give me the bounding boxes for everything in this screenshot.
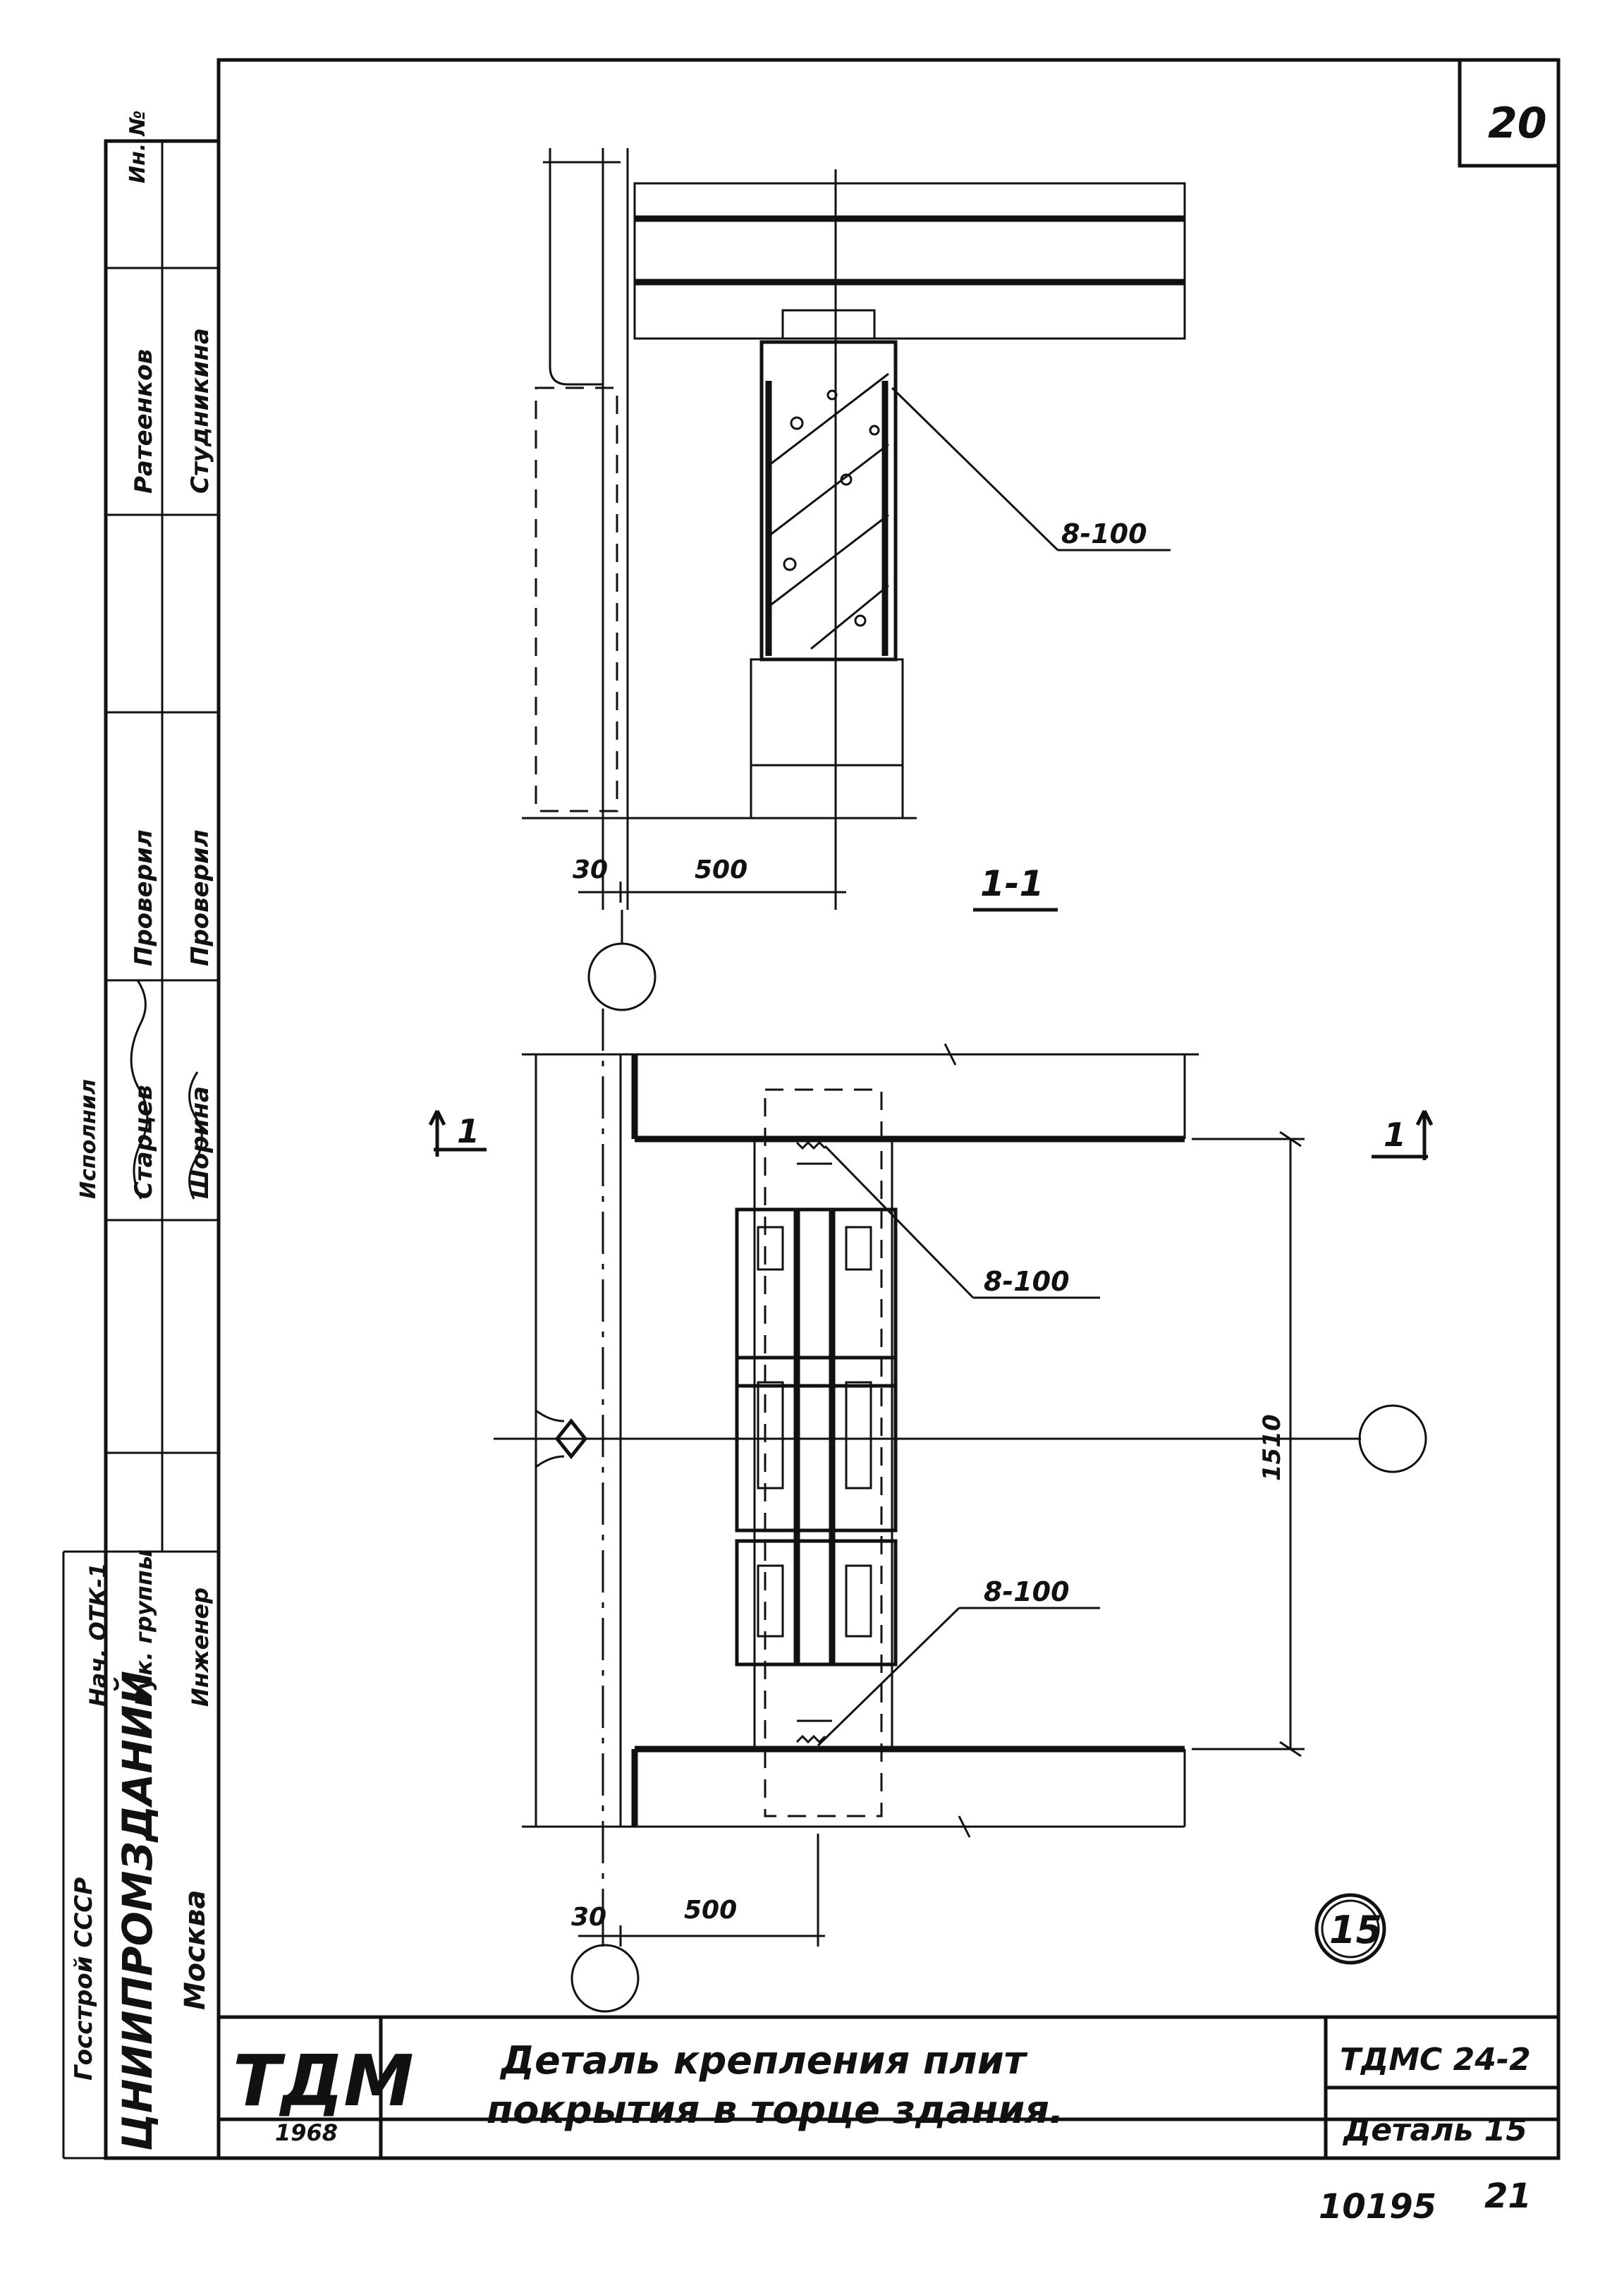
detail-number: 15 — [1329, 1908, 1382, 1952]
dim-500-plan: 500 — [684, 1896, 737, 1925]
title-block: ТДМ 1968 Деталь крепления плит покрытия … — [216, 2015, 1561, 2160]
signature-mark — [130, 980, 149, 1200]
weld-label-top: 8-100 — [1061, 518, 1147, 549]
detail-number-circle: 15 — [1314, 1893, 1386, 1965]
stamp-corner-label: Ин. № — [126, 110, 150, 183]
row-action-2: Проверил — [186, 829, 214, 966]
row-role-1: Рук. группы — [130, 1549, 157, 1707]
detail-label: Деталь 15 — [1342, 2112, 1527, 2148]
row-action-1: Проверил — [130, 829, 158, 966]
org-line-2: ЦНИИПРОМЗДАНИЙ — [113, 1671, 161, 2151]
name-top-1: Ратеенков — [130, 349, 158, 494]
dim-500-top: 500 — [695, 855, 747, 884]
name-top-2: Студникина — [186, 328, 214, 494]
dim-1510: 1510 — [1258, 1414, 1286, 1481]
title-line-2: покрытия в торце здания. — [487, 2088, 1063, 2132]
plan-view: 8-100 8-100 1510 30 500 1 1 — [428, 1009, 1434, 2013]
section-view-1-1: 8-100 30 500 1-1 — [522, 148, 1186, 1011]
cut-mark-left: 1 — [428, 1109, 487, 1157]
inventory-number: 10195 — [1319, 2187, 1436, 2227]
section-label: 1-1 — [980, 863, 1044, 904]
side-stamp-block: Ин. № Ратеенков Студникина Проверил Пров… — [62, 110, 221, 2160]
cut-mark-left-label: 1 — [457, 1112, 480, 1150]
logo: ТДМ — [233, 2040, 414, 2122]
handwritten-note: Исполнил — [76, 1079, 101, 1199]
inventory-footer: 10195 21 — [1319, 2176, 1532, 2227]
weld-label-lower: 8-100 — [984, 1576, 1070, 1607]
org-line-1: Госстрой СССР — [70, 1877, 98, 2081]
row-role-0: Нач. ОТК-1 — [85, 1563, 111, 1707]
row-role-2: Инженер — [187, 1588, 214, 1707]
year: 1968 — [275, 2119, 338, 2146]
concrete-hatch — [768, 372, 889, 650]
cut-mark-right: 1 — [1372, 1109, 1434, 1160]
weld-label-upper: 8-100 — [984, 1266, 1070, 1297]
page-sub-number: 21 — [1484, 2176, 1532, 2216]
embedded-plates — [735, 1140, 898, 1744]
signature-mark — [188, 1071, 203, 1200]
title-line-1: Деталь крепления плит — [499, 2038, 1028, 2083]
sheet-frame — [63, 58, 1561, 2160]
org-line-3: Москва — [179, 1890, 212, 2010]
page-number-box: 20 — [1458, 58, 1561, 168]
cut-mark-right-label: 1 — [1384, 1116, 1406, 1154]
dim-30-top: 30 — [573, 855, 608, 884]
doc-code: ТДМС 24-2 — [1340, 2042, 1531, 2078]
dim-30-plan: 30 — [571, 1903, 606, 1932]
page-number: 20 — [1488, 99, 1547, 148]
